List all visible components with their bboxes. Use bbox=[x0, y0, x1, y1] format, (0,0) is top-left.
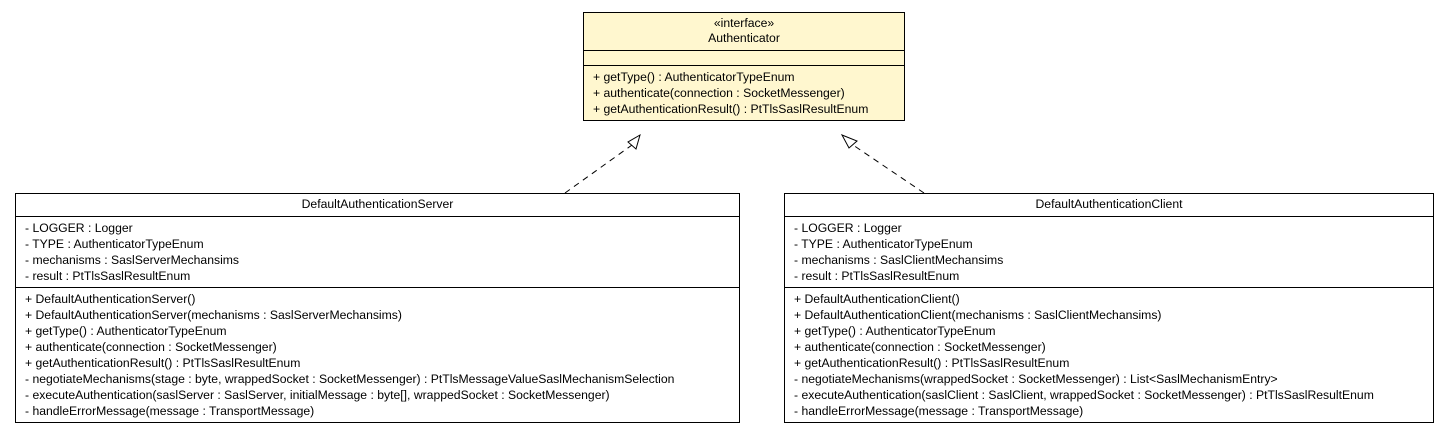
class-name: DefaultAuthenticationServer bbox=[301, 197, 454, 211]
attribute: - TYPE : AuthenticatorTypeEnum bbox=[794, 237, 973, 251]
operation: - executeAuthentication(saslClient : Sas… bbox=[794, 388, 1374, 402]
client-realization-line bbox=[852, 144, 925, 194]
operation: + getType() : AuthenticatorTypeEnum bbox=[25, 324, 227, 338]
attribute: - result : PtTlsSaslResultEnum bbox=[25, 269, 191, 283]
operation: - negotiateMechanisms(stage : byte, wrap… bbox=[25, 372, 675, 386]
operation: + DefaultAuthenticationClient() bbox=[794, 292, 960, 306]
interface-stereotype: «interface» bbox=[713, 16, 775, 30]
operation: + getType() : AuthenticatorTypeEnum bbox=[593, 70, 795, 84]
operation: + getAuthenticationResult() : PtTlsSaslR… bbox=[794, 356, 1070, 370]
operation: + authenticate(connection : SocketMessen… bbox=[25, 340, 277, 354]
authenticator-operations: + getType() : AuthenticatorTypeEnum + au… bbox=[584, 65, 904, 120]
attribute: - LOGGER : Logger bbox=[794, 221, 902, 235]
client-realization-arrowhead bbox=[840, 134, 858, 149]
operation: - executeAuthentication(saslServer : Sas… bbox=[25, 388, 610, 402]
server-attributes: - LOGGER : Logger - TYPE : Authenticator… bbox=[16, 216, 739, 287]
server-realization-line bbox=[564, 144, 633, 194]
authenticator-attributes bbox=[584, 50, 904, 65]
server-realization-arrowhead bbox=[627, 133, 641, 150]
operation: - negotiateMechanisms(wrappedSocket : So… bbox=[794, 372, 1278, 386]
interface-name: Authenticator bbox=[708, 31, 780, 45]
default-authentication-client-class[interactable]: DefaultAuthenticationClient - LOGGER : L… bbox=[784, 193, 1434, 423]
operation: + DefaultAuthenticationServer() bbox=[25, 292, 196, 306]
attribute: - mechanisms : SaslClientMechansims bbox=[794, 253, 1004, 267]
attribute: - result : PtTlsSaslResultEnum bbox=[794, 269, 960, 283]
operation: + DefaultAuthenticationServer(mechanisms… bbox=[25, 308, 402, 322]
operation: - handleErrorMessage(message : Transport… bbox=[794, 404, 1084, 418]
operation: + authenticate(connection : SocketMessen… bbox=[794, 340, 1046, 354]
operation: + authenticate(connection : SocketMessen… bbox=[593, 86, 845, 100]
attribute: - TYPE : AuthenticatorTypeEnum bbox=[25, 237, 204, 251]
server-operations: + DefaultAuthenticationServer() + Defaul… bbox=[16, 287, 739, 422]
operation: + getAuthenticationResult() : PtTlsSaslR… bbox=[593, 102, 869, 116]
authenticator-interface[interactable]: «interface» Authenticator + getType() : … bbox=[583, 12, 905, 121]
default-authentication-server-class[interactable]: DefaultAuthenticationServer - LOGGER : L… bbox=[15, 193, 740, 423]
client-header: DefaultAuthenticationClient bbox=[785, 194, 1433, 216]
client-attributes: - LOGGER : Logger - TYPE : Authenticator… bbox=[785, 216, 1433, 287]
client-operations: + DefaultAuthenticationClient() + Defaul… bbox=[785, 287, 1433, 422]
class-name: DefaultAuthenticationClient bbox=[1035, 197, 1183, 211]
attribute: - mechanisms : SaslServerMechansims bbox=[25, 253, 240, 267]
operation: + getType() : AuthenticatorTypeEnum bbox=[794, 324, 996, 338]
operation: + DefaultAuthenticationClient(mechanisms… bbox=[794, 308, 1162, 322]
authenticator-header: «interface» Authenticator bbox=[584, 13, 904, 50]
operation: + getAuthenticationResult() : PtTlsSaslR… bbox=[25, 356, 301, 370]
attribute: - LOGGER : Logger bbox=[25, 221, 133, 235]
operation: - handleErrorMessage(message : Transport… bbox=[25, 404, 315, 418]
server-header: DefaultAuthenticationServer bbox=[16, 194, 739, 216]
